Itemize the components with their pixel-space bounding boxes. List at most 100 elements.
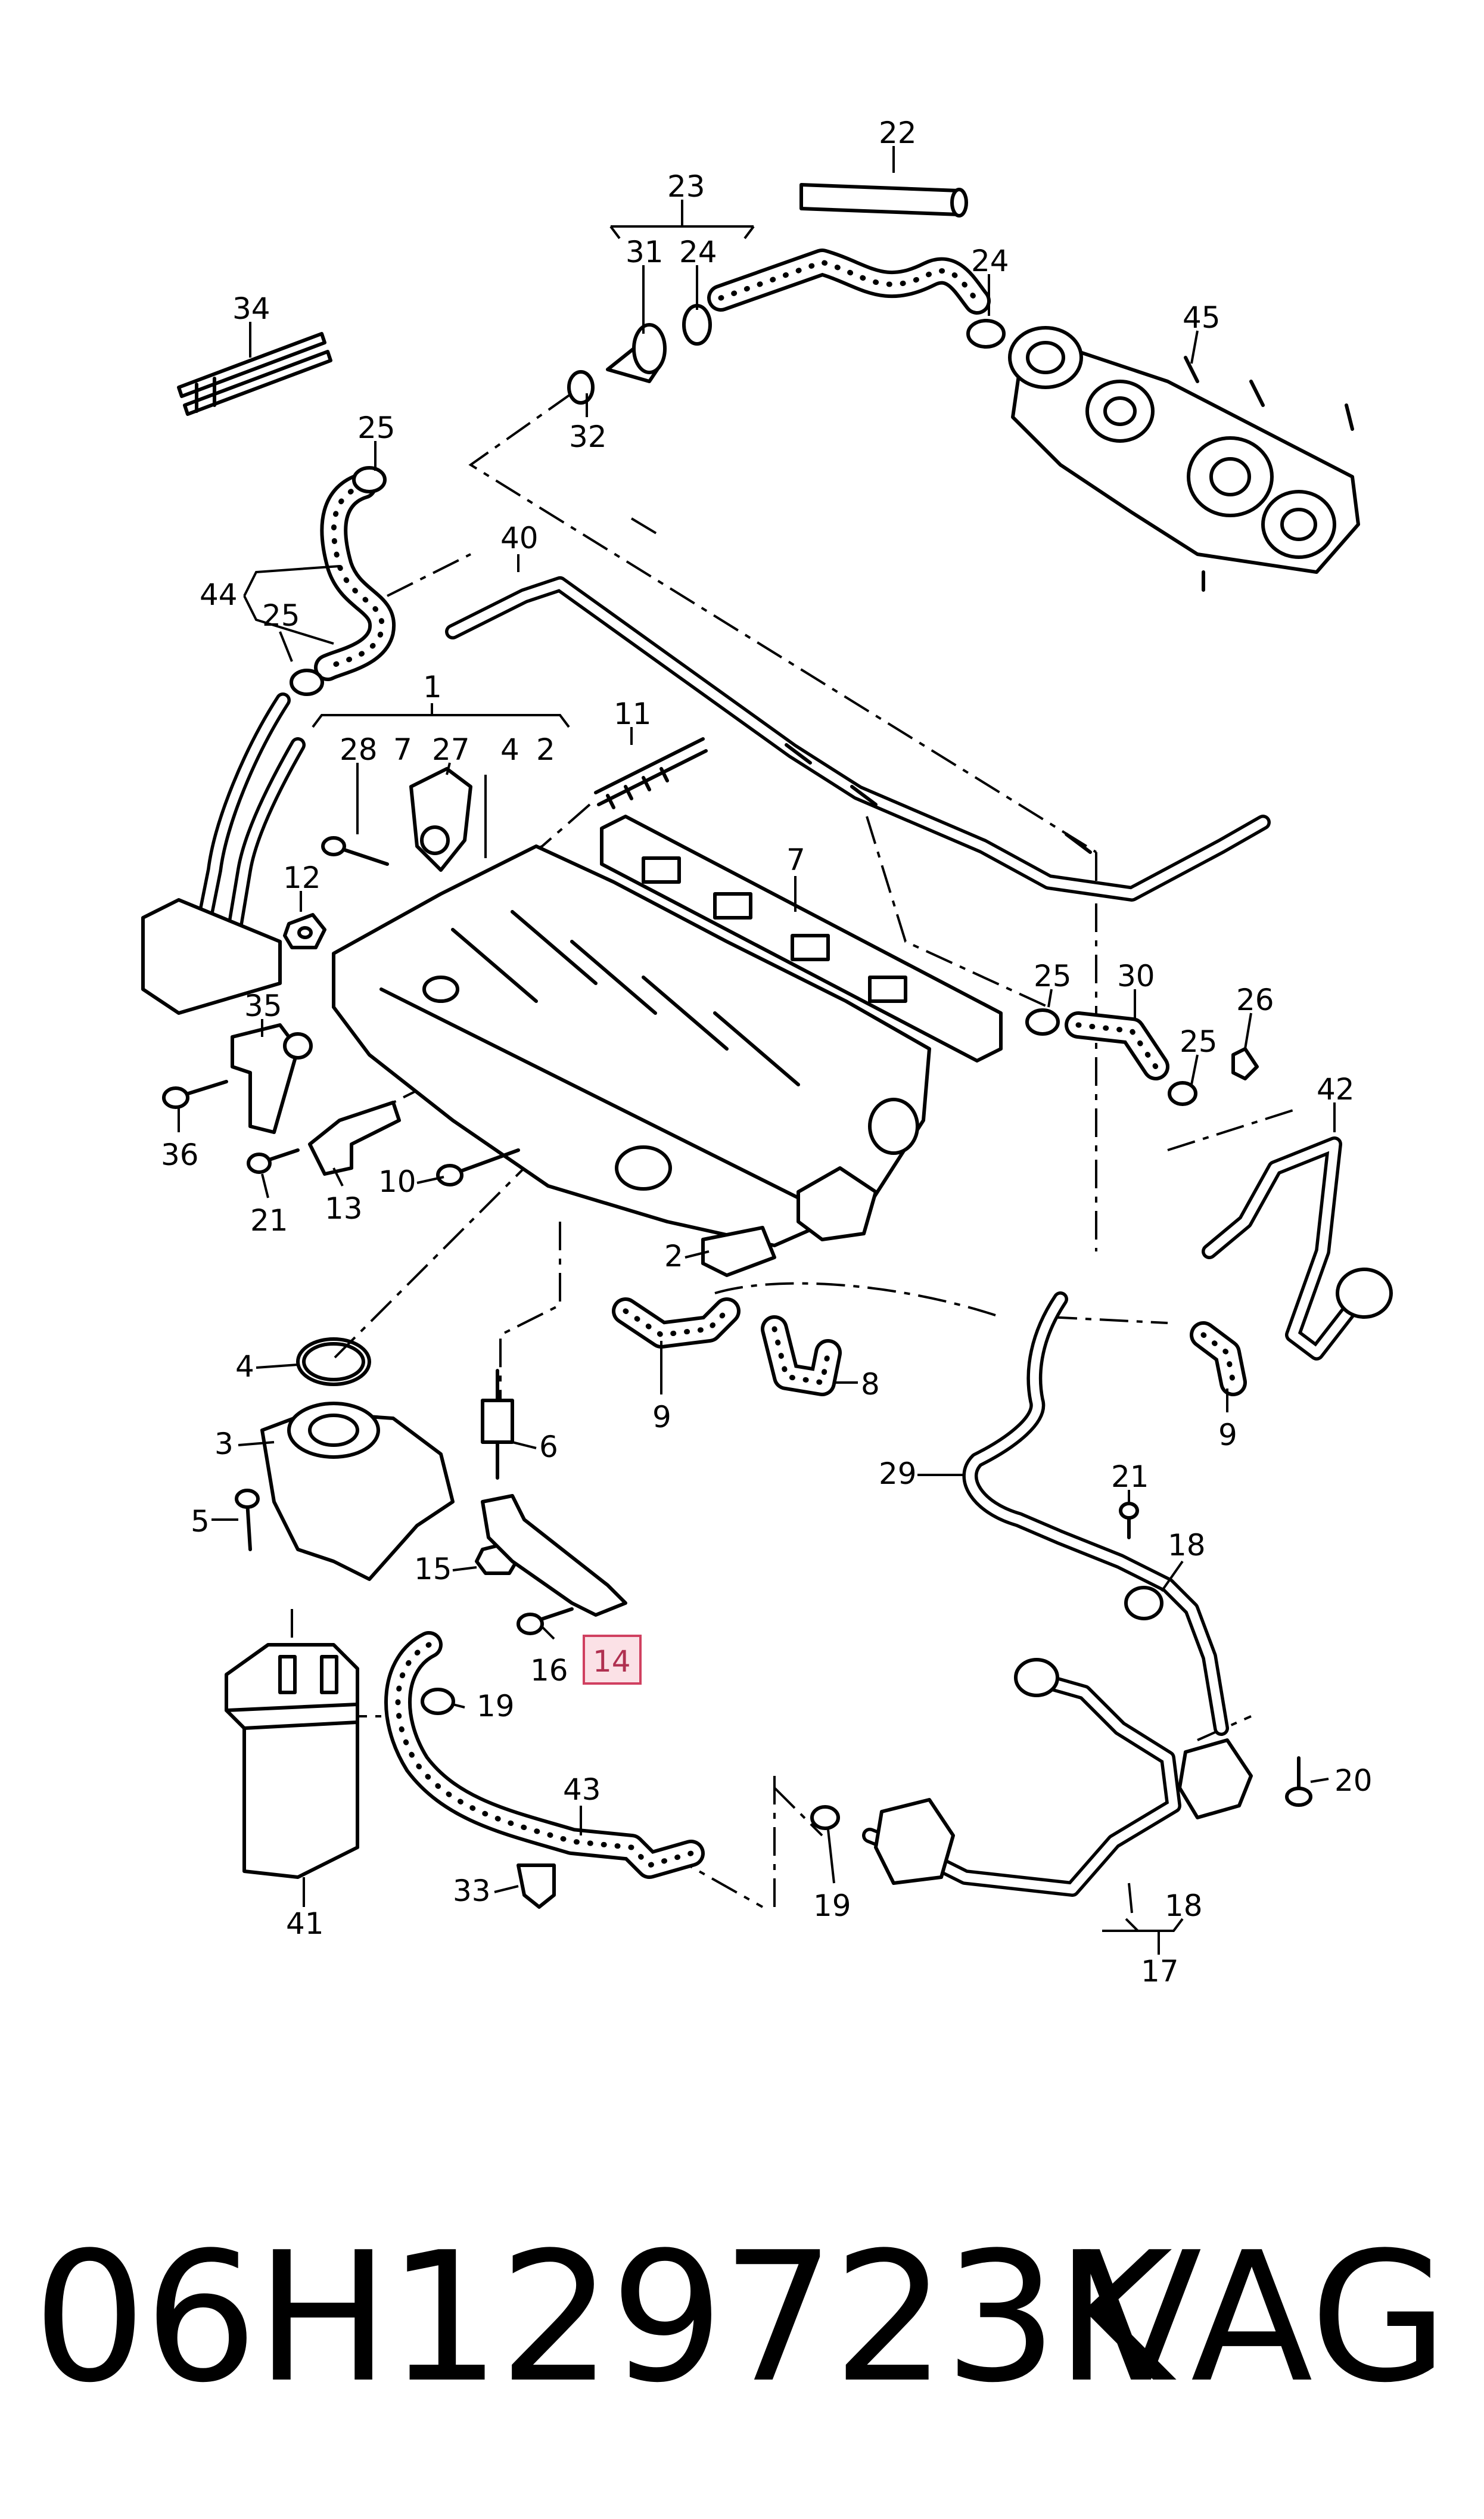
clamp-part-25-lower[interactable] <box>290 669 324 696</box>
stud-part-11[interactable] <box>594 737 708 809</box>
callout-2-top: 2 <box>536 732 555 767</box>
highlight-box <box>583 1635 642 1685</box>
callout-42: 42 <box>1317 1072 1355 1107</box>
o-ring-part-4[interactable] <box>296 1337 371 1386</box>
callout-40: 40 <box>500 521 539 555</box>
callout-23: 23 <box>667 169 705 204</box>
screw-part-21-right[interactable] <box>1119 1502 1139 1539</box>
screw-part-21-left[interactable] <box>247 1148 300 1174</box>
screw-part-36[interactable] <box>162 1080 228 1109</box>
pipe-part-42[interactable] <box>1202 1136 1393 1361</box>
callout-43: 43 <box>563 1772 601 1807</box>
canister-part-41[interactable] <box>225 1643 359 1879</box>
callout-4-low: 4 <box>235 1349 254 1384</box>
connector-part-31[interactable] <box>606 323 667 383</box>
callout-27: 27 <box>432 732 470 767</box>
bracket-part-35[interactable] <box>231 1023 313 1134</box>
clip-part-19-left[interactable] <box>421 1688 455 1715</box>
callout-1: 1 <box>423 670 442 704</box>
callout-9-right: 9 <box>1218 1418 1237 1452</box>
clamp-part-32[interactable] <box>567 370 595 405</box>
callout-labels: 22 23 31 24 24 45 34 32 25 40 44 25 1 11… <box>161 116 1373 1989</box>
gasket-part-7[interactable] <box>600 815 1003 1063</box>
brand-label: VAG <box>1079 2214 1448 2422</box>
hose-part-30[interactable] <box>1065 1011 1169 1080</box>
hose-part-23[interactable] <box>707 249 991 315</box>
callout-10: 10 <box>378 1164 416 1199</box>
callout-14: 14 <box>593 1644 631 1679</box>
intake-manifold-part-1[interactable] <box>332 844 931 1247</box>
valve-part-13[interactable] <box>308 1101 401 1176</box>
clamp-part-25-right[interactable] <box>1168 1081 1197 1106</box>
callout-44: 44 <box>200 577 238 612</box>
hose-part-8[interactable] <box>761 1315 842 1396</box>
callout-29: 29 <box>879 1456 917 1491</box>
callout-25-mid: 25 <box>1034 959 1072 993</box>
callout-5: 5 <box>191 1504 210 1539</box>
sleeve-part-22[interactable] <box>799 183 968 218</box>
callout-24-right: 24 <box>971 244 1009 278</box>
hose-part-9-left[interactable] <box>612 1297 741 1349</box>
callout-21-left: 21 <box>250 1203 288 1238</box>
clamp-part-25-mid[interactable] <box>1025 1008 1060 1036</box>
hose-part-9-right[interactable] <box>1190 1321 1247 1396</box>
pipe-bundle-left[interactable] <box>141 692 306 1015</box>
clamp-part-24-right[interactable] <box>966 319 1006 349</box>
callout-9-left: 9 <box>652 1400 671 1434</box>
callout-45: 45 <box>1183 300 1221 335</box>
mount-part-6[interactable] <box>481 1369 514 1480</box>
screw-part-10[interactable] <box>436 1148 520 1186</box>
callout-24-left: 24 <box>679 235 717 269</box>
exploded-parts-diagram: 22 23 31 24 24 45 34 32 25 40 44 25 1 11… <box>141 116 1393 1989</box>
screw-part-20[interactable] <box>1285 1756 1312 1807</box>
callout-32: 32 <box>569 420 607 454</box>
callout-7-left: 7 <box>393 732 412 767</box>
bracket-part-14[interactable] <box>481 1494 627 1617</box>
callout-16: 16 <box>530 1653 568 1688</box>
pipe-part-40[interactable] <box>445 576 1271 902</box>
sensor-part-27[interactable] <box>409 767 472 872</box>
callout-13: 13 <box>325 1191 363 1226</box>
connector-part-18-upper[interactable] <box>1124 1586 1163 1620</box>
callout-25-left: 25 <box>262 598 300 633</box>
turbocharger-part-45[interactable] <box>1008 326 1360 592</box>
callout-33: 33 <box>453 1874 491 1908</box>
callout-28: 28 <box>340 732 378 767</box>
cable-tie-part-34[interactable] <box>177 332 332 416</box>
clip-part-19-right[interactable] <box>810 1805 840 1830</box>
callout-7-right: 7 <box>786 843 805 877</box>
callout-34: 34 <box>232 291 270 326</box>
callout-19-right: 19 <box>813 1889 851 1923</box>
callout-4-top: 4 <box>500 732 519 767</box>
callout-2-mid: 2 <box>664 1239 683 1274</box>
assembly-guide-lines <box>291 392 1299 1913</box>
callout-3: 3 <box>214 1427 234 1461</box>
clamp-part-24-left[interactable] <box>682 304 712 346</box>
throttle-body-part-3[interactable] <box>260 1402 455 1581</box>
callout-11: 11 <box>614 697 652 731</box>
callout-31: 31 <box>626 235 664 269</box>
valve-part-2[interactable] <box>701 1166 878 1277</box>
clamp-part-25-top[interactable] <box>352 466 387 493</box>
screw-part-28[interactable] <box>321 836 389 866</box>
footer: 06H129723K VAG <box>0 2199 1484 2437</box>
callout-14-highlight[interactable]: 14 <box>583 1635 642 1685</box>
cap-part-26[interactable] <box>1231 1047 1259 1080</box>
screw-part-5[interactable] <box>235 1489 260 1551</box>
bolt-part-16[interactable] <box>517 1607 574 1635</box>
hose-part-43[interactable] <box>384 1631 705 1879</box>
callout-15: 15 <box>414 1552 452 1586</box>
leader-lines <box>178 146 1336 1955</box>
clip-part-33[interactable] <box>517 1863 556 1909</box>
hose-assembly-part-17[interactable] <box>862 1658 1253 1897</box>
callout-21-right: 21 <box>1111 1459 1149 1494</box>
callout-25-right: 25 <box>1180 1024 1218 1059</box>
hose-part-44[interactable] <box>314 472 396 681</box>
callout-22: 22 <box>879 116 917 150</box>
pipe-part-29[interactable] <box>962 1291 1229 1736</box>
callout-18-upper: 18 <box>1168 1528 1206 1563</box>
callout-18-lower: 18 <box>1165 1889 1203 1923</box>
callout-25-top: 25 <box>357 411 396 445</box>
nut-part-12[interactable] <box>283 913 326 949</box>
callout-8: 8 <box>861 1367 880 1402</box>
